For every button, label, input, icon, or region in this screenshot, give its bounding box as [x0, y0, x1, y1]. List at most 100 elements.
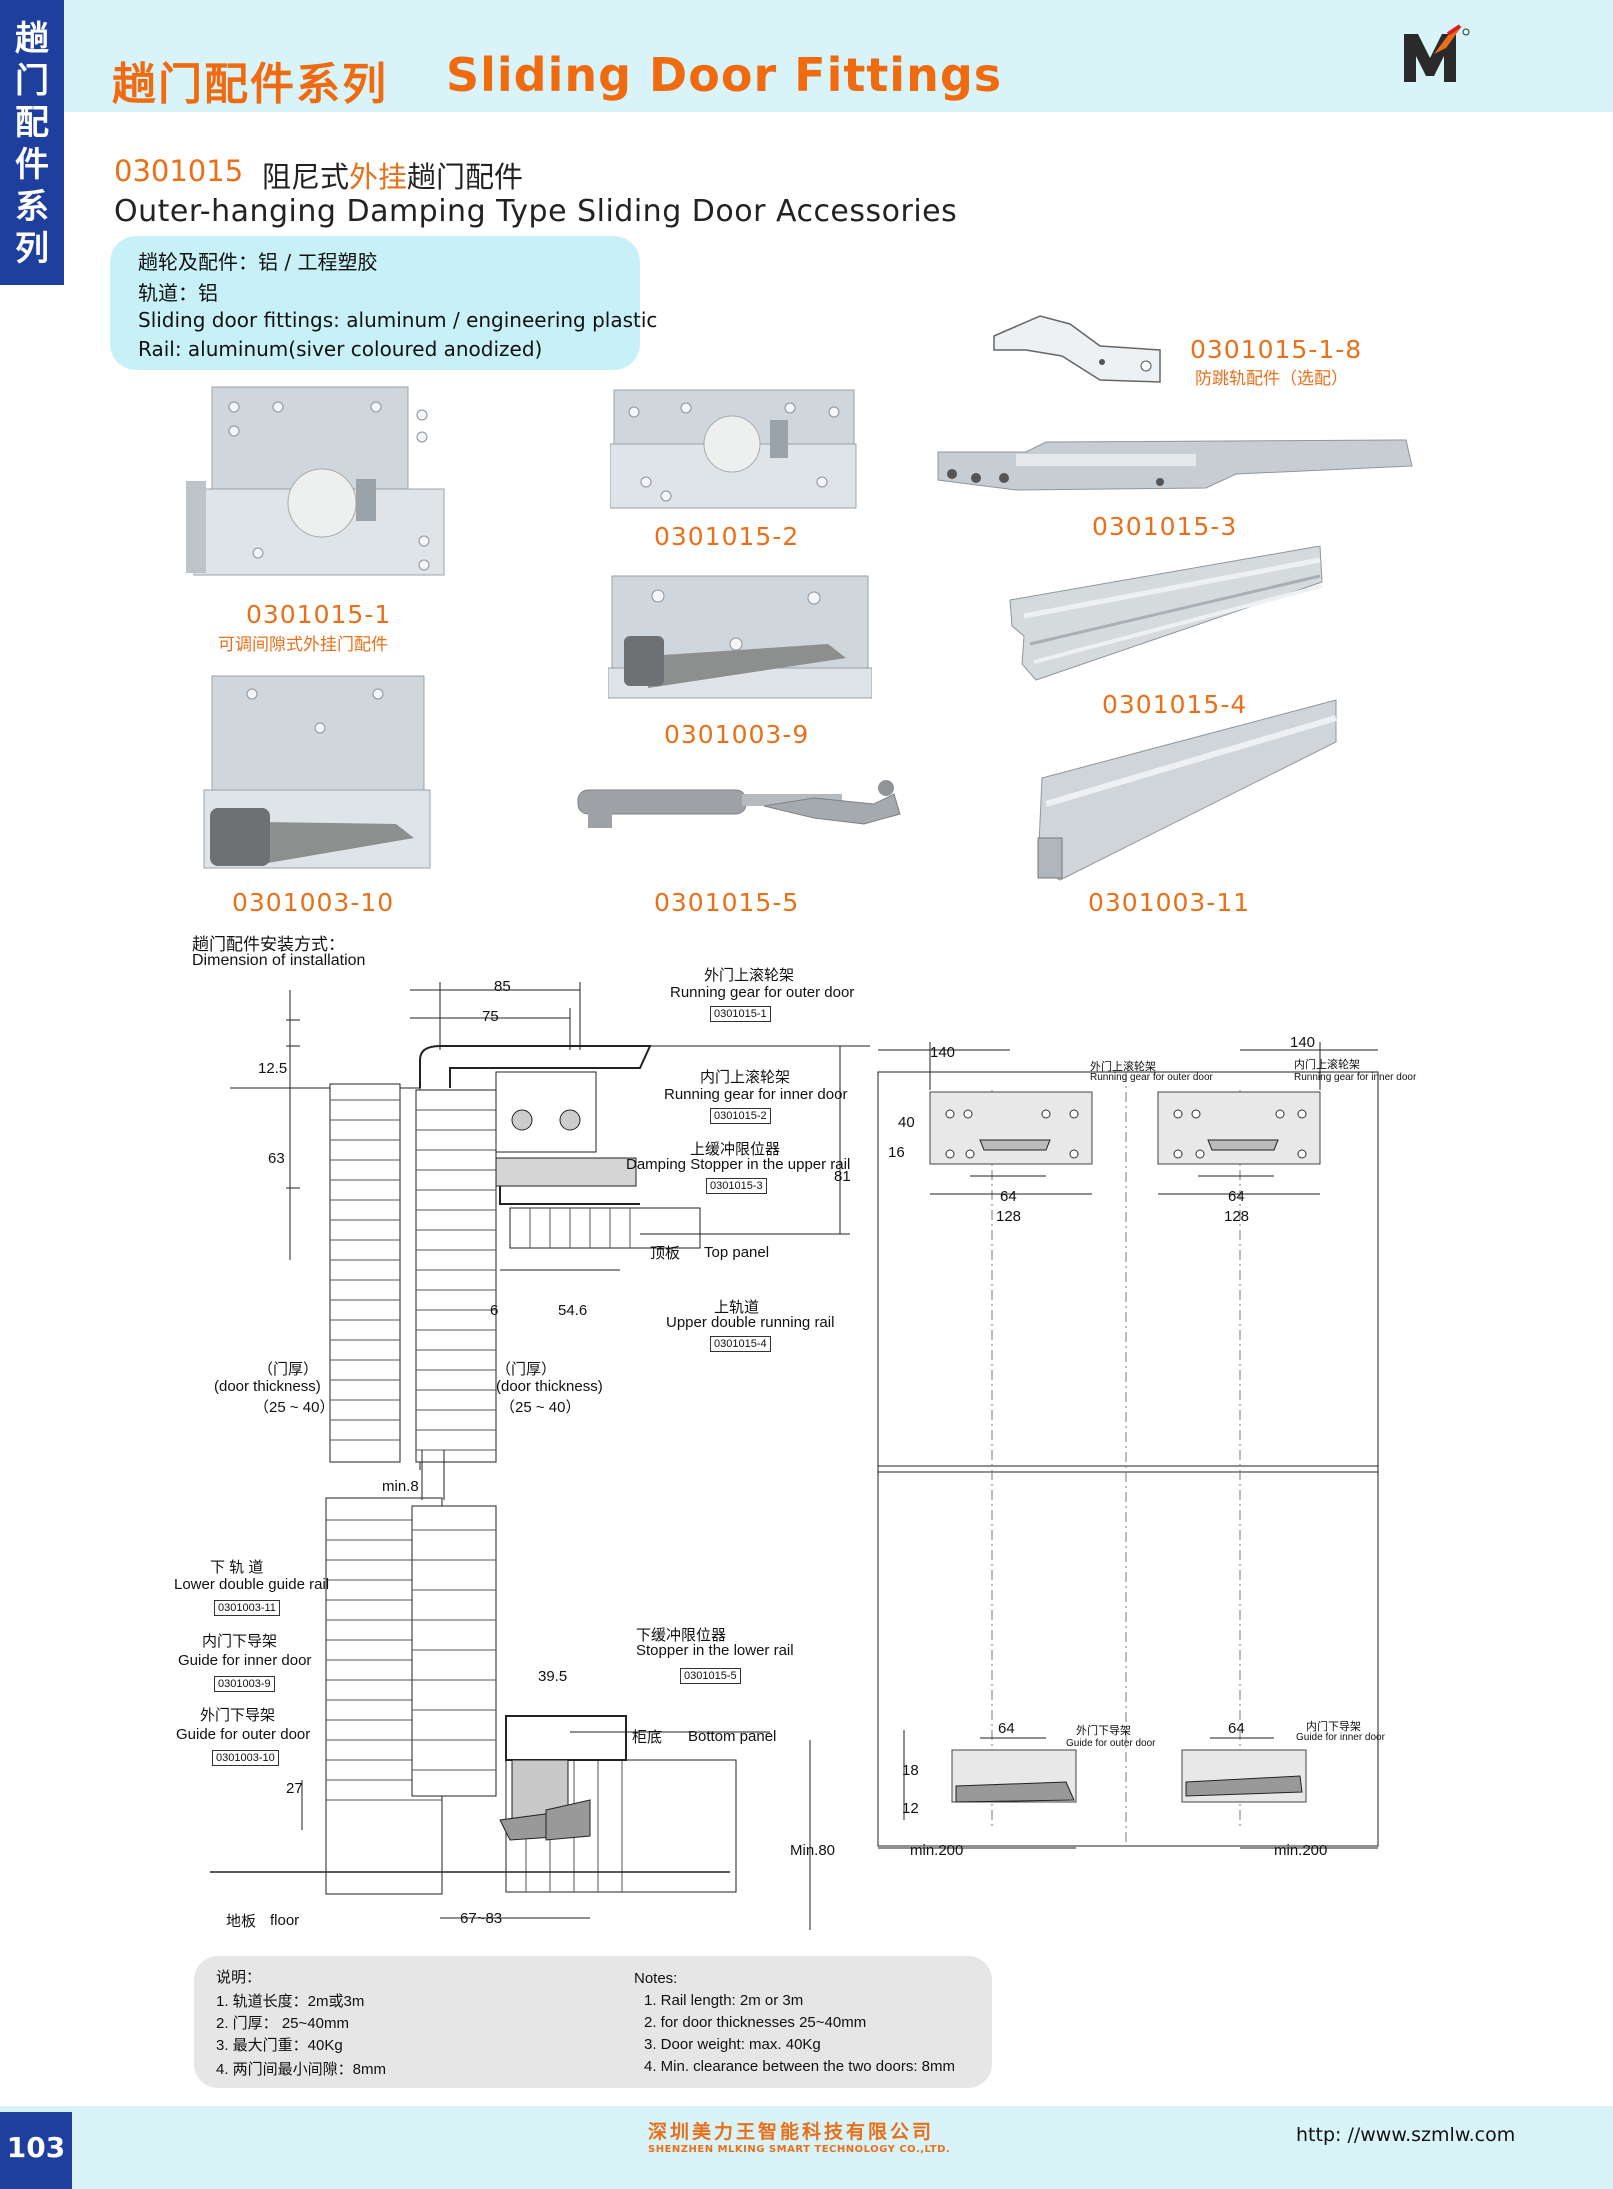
part-name-cn: 可调间隙式外挂门配件: [218, 635, 388, 655]
side-tab-char: 列: [15, 229, 49, 269]
callout-en: Running gear for outer door: [670, 984, 855, 1001]
product-name-en: Outer-hanging Damping Type Sliding Door …: [114, 194, 958, 229]
outer-guide-photo: [203, 675, 431, 869]
callout-cn: 内门下导架: [1306, 1721, 1361, 1733]
part-code: 0301015-1: [246, 600, 392, 629]
part-name-cn: 防跳轨配件（选配）: [1195, 369, 1348, 389]
callout-en: Guide for outer door: [176, 1726, 311, 1743]
floor-en: floor: [270, 1912, 300, 1929]
brand-logo: [1404, 24, 1470, 82]
running-gear-outer-photo: [186, 386, 445, 576]
spec-line: 趟轮及配件：铝 / 工程塑胶: [138, 250, 378, 274]
dim-label: 16: [888, 1144, 905, 1161]
dim-label: 128: [1224, 1208, 1250, 1225]
part-code: 0301015-3: [1092, 512, 1238, 541]
callout-code: 0301015-1: [710, 1006, 771, 1022]
company-name-cn: 深圳美力王智能科技有限公司: [648, 2121, 935, 2143]
dim-label: 67~83: [460, 1910, 503, 1927]
page-number: 103: [0, 2112, 72, 2189]
part-code: 0301003-9: [664, 720, 810, 749]
door-thickness-range: （25 ~ 40）: [254, 1399, 335, 1416]
callout-cn: 内门上滚轮架: [700, 1069, 791, 1086]
callout-code: 0301015-3: [706, 1178, 767, 1194]
upper-rail-photo: [1009, 546, 1323, 681]
dim-label: 63: [268, 1150, 285, 1167]
dim-label: 128: [996, 1208, 1022, 1225]
product-code: 0301015: [114, 154, 244, 188]
section-diagram: [210, 982, 870, 1930]
note-en: 2. for door thicknesses 25~40mm: [644, 2014, 867, 2031]
callout-code: 0301015-4: [710, 1336, 771, 1352]
header-band: [0, 0, 1613, 112]
callout-en: Running gear for inner door: [1294, 1072, 1417, 1083]
dim-label: 81: [834, 1168, 851, 1185]
dim-label: Min.80: [790, 1842, 836, 1859]
side-tab-char: 门: [15, 61, 49, 101]
bottom-panel-en: Bottom panel: [688, 1728, 777, 1745]
callout-cn: 下缓冲限位器: [636, 1627, 727, 1644]
dim-label: 64: [1228, 1188, 1245, 1205]
side-tab-char: 趟: [15, 19, 49, 59]
note-en: 4. Min. clearance between the two doors:…: [644, 2058, 955, 2075]
callout-en: Guide for outer door: [1066, 1738, 1156, 1749]
callout-cn: 内门下导架: [202, 1633, 278, 1650]
dim-label: 39.5: [538, 1668, 568, 1685]
bottom-panel-cn: 柜底: [632, 1729, 663, 1746]
dim-label: 75: [482, 1008, 499, 1025]
website-link[interactable]: http: //www.szmlw.com: [1296, 2124, 1516, 2146]
dim-label: 12: [902, 1800, 919, 1817]
callout-en: Guide for inner door: [1296, 1732, 1385, 1743]
note-cn: 2. 门厚： 25~40mm: [216, 2015, 349, 2032]
notes-title-cn: 说明：: [216, 1969, 262, 1986]
part-code: 0301015-4: [1102, 690, 1248, 719]
dim-label: 27: [286, 1780, 303, 1797]
part-code: 0301003-10: [232, 888, 395, 917]
note-cn: 1. 轨道长度：2m或3m: [216, 1993, 365, 2010]
callout-cn: 外门下导架: [1076, 1725, 1131, 1737]
note-en: 3. Door weight: max. 40Kg: [644, 2036, 821, 2053]
notes-title-en: Notes:: [634, 1970, 678, 1987]
inner-guide-photo: [608, 575, 872, 699]
callout-cn: 下 轨 道: [210, 1559, 264, 1576]
dim-label: 64: [1000, 1188, 1017, 1205]
dim-label: 140: [1290, 1034, 1316, 1051]
callout-cn: 外门上滚轮架: [1090, 1061, 1156, 1073]
callout-cn: 上轨道: [714, 1299, 760, 1316]
callout-code: 0301015-5: [680, 1668, 741, 1684]
side-tab-char: 系: [15, 187, 49, 227]
side-tab-char: 件: [15, 145, 49, 185]
side-tab-char: 配: [15, 103, 49, 143]
dim-label: 64: [998, 1720, 1015, 1737]
callout-en: Guide for inner door: [178, 1652, 312, 1669]
callout-en: Running gear for inner door: [664, 1086, 848, 1103]
product-name-cn: 阻尼式外挂趟门配件: [262, 154, 523, 196]
product-name-part: 趟门配件: [407, 160, 524, 194]
lower-rail-photo: [1037, 699, 1337, 881]
company-name-en: SHENZHEN MLKING SMART TECHNOLOGY CO.,LTD…: [648, 2144, 951, 2155]
dim-label: 64: [1228, 1720, 1245, 1737]
callout-cn: 外门上滚轮架: [704, 967, 795, 984]
part-code: 0301015-2: [654, 522, 800, 551]
notes-box: [194, 1956, 992, 2088]
part-code: 0301003-11: [1088, 888, 1251, 917]
door-thickness-cn: （门厚）: [258, 1361, 319, 1378]
dim-label: 85: [494, 978, 511, 995]
part-code: 0301015-1-8: [1190, 335, 1363, 364]
diagram-title-en: Dimension of installation: [192, 952, 366, 969]
door-thickness-range: （25 ~ 40）: [500, 1399, 581, 1416]
door-thickness-en: (door thickness): [214, 1378, 321, 1395]
dim-label: 40: [898, 1114, 915, 1131]
note-en: 1. Rail length: 2m or 3m: [644, 1992, 804, 2009]
callout-en: Lower double guide rail: [174, 1576, 330, 1593]
diagram-title-cn: 趟门配件安装方式：: [192, 935, 345, 954]
elevation-diagram: [877, 1042, 1379, 1849]
dim-label: 18: [902, 1762, 919, 1779]
dim-label: min.8: [382, 1478, 419, 1495]
page-title-cn: 趟门配件系列: [112, 59, 388, 110]
footer-band: [0, 2106, 1613, 2189]
spec-line: 轨道：铝: [138, 281, 218, 305]
dim-label: min.200: [1274, 1842, 1328, 1859]
spec-box: [110, 236, 640, 370]
callout-en: Damping Stopper in the upper rail: [626, 1156, 851, 1173]
callout-code: 0301003-11: [214, 1600, 280, 1616]
